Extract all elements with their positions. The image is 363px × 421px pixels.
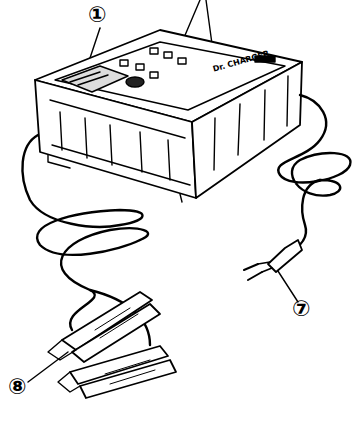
cable <box>22 135 142 255</box>
knob <box>126 77 144 87</box>
callout-number: ⑦ <box>292 298 311 320</box>
leader-line <box>28 352 68 382</box>
plug <box>268 240 302 272</box>
charger-side <box>192 62 302 198</box>
leader-line <box>183 0 200 40</box>
callout-number: ① <box>88 4 107 26</box>
leader-line <box>206 0 212 44</box>
control-panel <box>55 42 285 110</box>
charger-front <box>35 80 196 198</box>
display <box>62 66 128 92</box>
cable <box>278 95 350 196</box>
leader-line <box>276 268 298 302</box>
callout-number: ⑧ <box>8 376 27 398</box>
